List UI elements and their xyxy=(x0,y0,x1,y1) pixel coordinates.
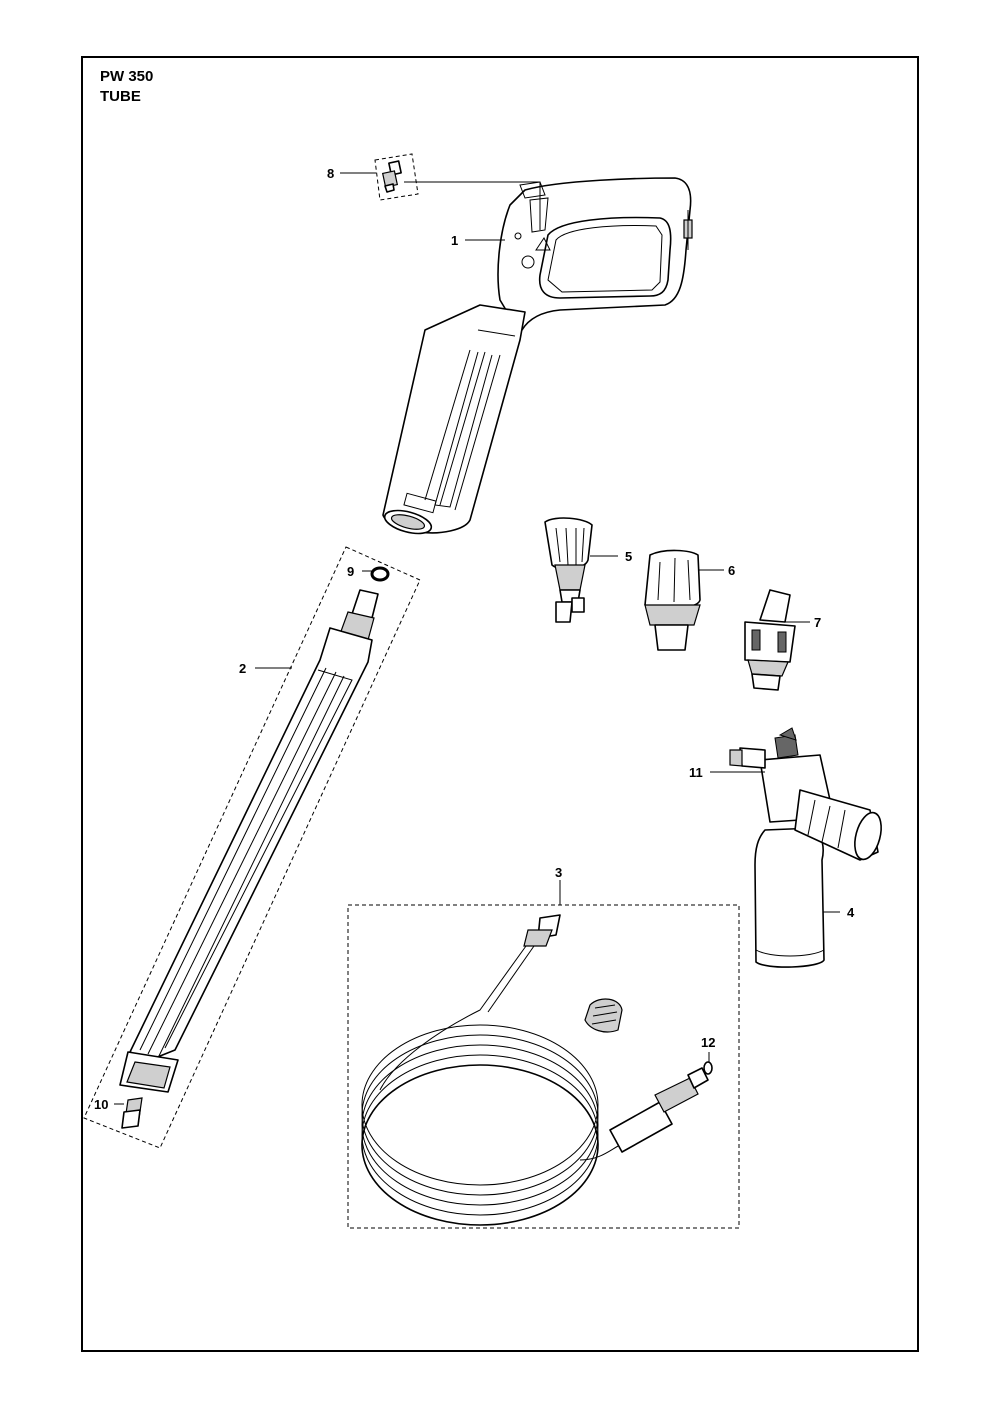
callout-9: 9 xyxy=(347,564,354,579)
callout-8: 8 xyxy=(327,166,334,181)
callout-6: 6 xyxy=(728,563,735,578)
callout-10: 10 xyxy=(94,1097,108,1112)
leader-lines xyxy=(114,172,840,1105)
callout-3: 3 xyxy=(555,865,562,880)
callout-7: 7 xyxy=(814,615,821,630)
part-4-foam-bottle xyxy=(729,727,882,968)
part-2-lance xyxy=(83,546,421,1149)
part-6-nozzle xyxy=(644,549,701,651)
model-title: PW 350 xyxy=(100,68,154,85)
callout-4: 4 xyxy=(847,905,855,920)
diagram-frame xyxy=(81,56,919,1352)
callout-11: 11 xyxy=(689,765,703,780)
callout-labels: 1 2 3 4 5 6 7 8 9 10 11 12 xyxy=(94,166,855,1112)
callout-5: 5 xyxy=(625,549,632,564)
part-8-fitting xyxy=(374,153,419,201)
part-7-nozzle xyxy=(744,589,796,691)
callout-2: 2 xyxy=(239,661,246,676)
part-3-hose xyxy=(347,904,740,1229)
part-1-spray-gun xyxy=(382,177,693,535)
callout-12: 12 xyxy=(701,1035,715,1050)
callout-1: 1 xyxy=(451,233,458,248)
part-5-nozzle xyxy=(544,517,593,623)
assembly-title: TUBE xyxy=(100,88,141,105)
